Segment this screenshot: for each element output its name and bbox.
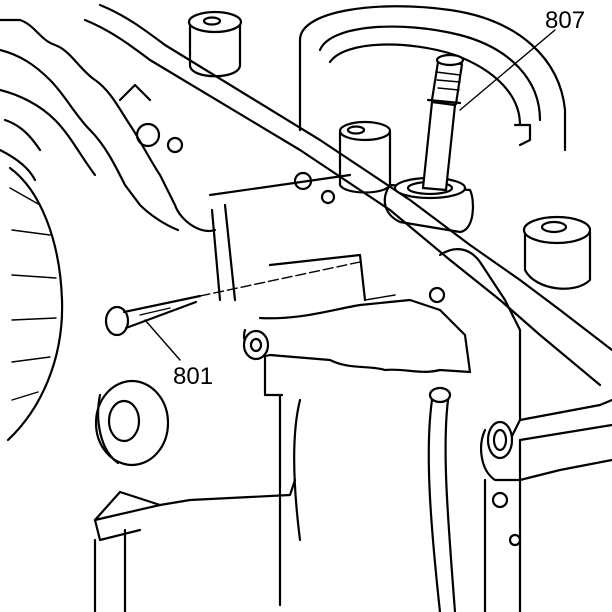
leader-801 — [144, 319, 181, 361]
middle-boss — [338, 120, 392, 194]
top-boss — [187, 10, 243, 78]
callout-807: 807 — [545, 7, 586, 34]
alignment-line — [199, 261, 361, 297]
left-housing — [0, 148, 64, 442]
pin-807 — [383, 53, 475, 234]
gasket-face — [83, 3, 612, 442]
washer — [94, 379, 170, 467]
center-bracket — [208, 173, 472, 612]
callout-801: 801 — [173, 363, 214, 390]
lower-right-housing — [480, 398, 612, 612]
nail-801 — [104, 294, 202, 337]
lower-left-block — [93, 478, 297, 612]
right-boss — [522, 215, 592, 290]
leader-807 — [459, 29, 556, 111]
upper-flange — [0, 18, 217, 233]
